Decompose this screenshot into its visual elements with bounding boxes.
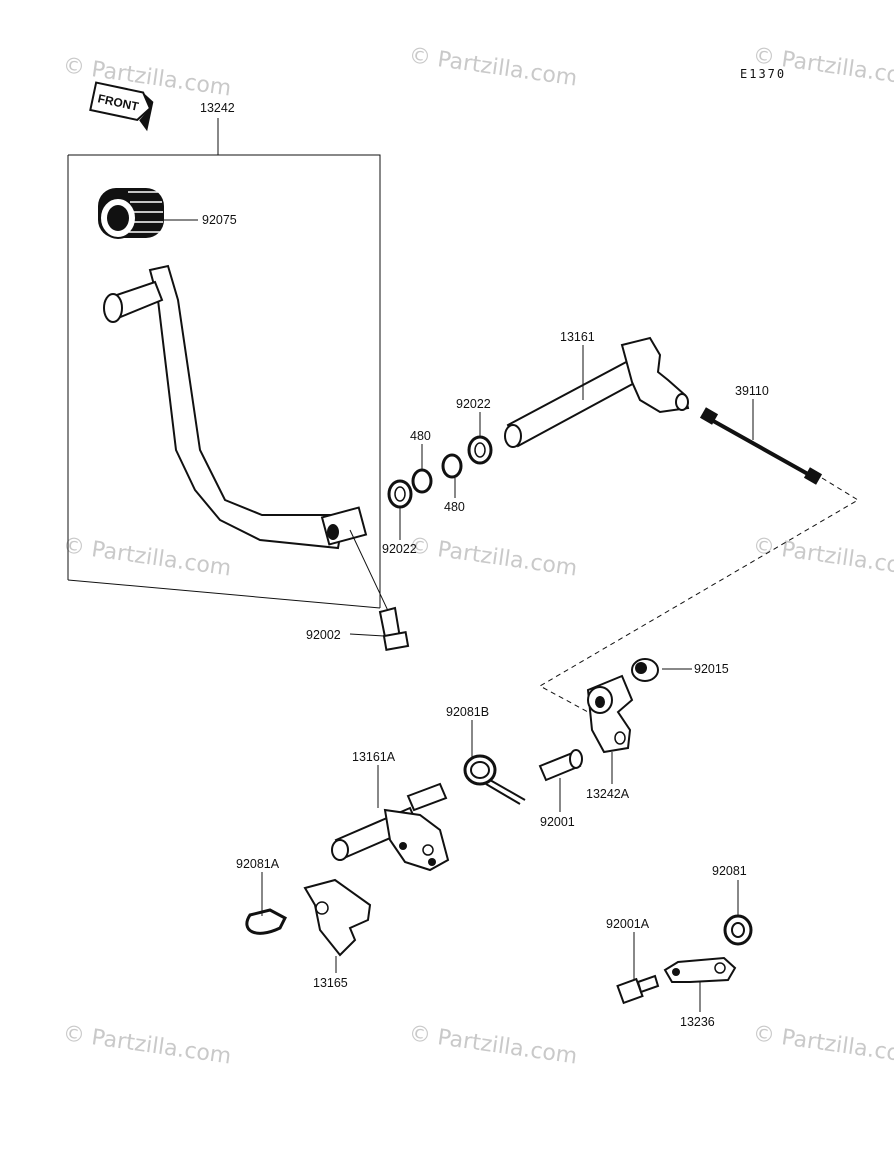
watermark: © Partzilla.com xyxy=(61,1021,233,1069)
label-92081B: 92081B xyxy=(446,705,489,719)
label-92002: 92002 xyxy=(306,628,341,642)
watermark: © Partzilla.com xyxy=(61,533,233,581)
leader-lines xyxy=(164,219,754,1012)
washer-92022-upper-icon xyxy=(467,435,493,465)
circlip-480-upper-icon xyxy=(411,468,433,494)
lever-13242A-icon xyxy=(586,674,634,754)
label-92081: 92081 xyxy=(712,864,747,878)
spring-92081-icon xyxy=(723,914,753,946)
watermark: © Partzilla.com xyxy=(407,1021,579,1069)
link-13236-icon xyxy=(663,956,737,983)
label-13242A: 13242A xyxy=(586,787,630,801)
watermark: © Partzilla.com xyxy=(61,53,233,101)
tie-rod-39110-icon xyxy=(699,407,823,485)
bolt-92002-icon xyxy=(349,529,410,651)
spring-92081B-icon xyxy=(463,754,526,805)
bolt-92001A-icon xyxy=(616,974,660,1005)
shift-pedal-icon xyxy=(103,264,368,550)
label-92075: 92075 xyxy=(202,213,237,227)
label-92015: 92015 xyxy=(694,662,729,676)
pedal-assembly-frame xyxy=(67,118,381,609)
shift-shaft-13161-icon xyxy=(504,336,690,448)
label-13161: 13161 xyxy=(560,330,595,344)
cap-92015-icon xyxy=(631,658,659,682)
label-92022-upper: 92022 xyxy=(456,397,491,411)
part-labels: 13242 92075 13161 39110 92022 480 480 92… xyxy=(200,101,769,1029)
label-480-upper: 480 xyxy=(410,429,431,443)
label-39110: 39110 xyxy=(735,384,769,398)
label-13161A: 13161A xyxy=(352,750,396,764)
diagram-code: E1370 xyxy=(740,67,786,81)
clip-92081A-icon xyxy=(245,908,287,935)
label-13165: 13165 xyxy=(313,976,348,990)
washer-92022-lower-icon xyxy=(387,479,413,509)
circlip-480-lower-icon xyxy=(441,453,463,479)
label-13236: 13236 xyxy=(680,1015,715,1029)
rod-connection-line xyxy=(538,477,859,713)
pedal-rubber-icon xyxy=(98,188,164,239)
front-arrow-icon: FRONT xyxy=(89,81,154,132)
label-480-lower: 480 xyxy=(444,500,465,514)
plate-13165-icon xyxy=(303,878,372,957)
label-92001A: 92001A xyxy=(606,917,650,931)
watermark: © Partzilla.com xyxy=(407,43,579,91)
watermark: © Partzilla.com xyxy=(751,533,894,581)
pin-92001-icon xyxy=(538,749,583,782)
label-13242: 13242 xyxy=(200,101,235,115)
label-92081A: 92081A xyxy=(236,857,280,871)
shift-shaft-13161A-icon xyxy=(331,782,450,872)
label-92022-lower: 92022 xyxy=(382,542,417,556)
watermark: © Partzilla.com xyxy=(751,1021,894,1069)
watermark: © Partzilla.com xyxy=(407,533,579,581)
label-92001: 92001 xyxy=(540,815,575,829)
watermark-layer: © Partzilla.com © Partzilla.com © Partzi… xyxy=(61,43,894,1069)
